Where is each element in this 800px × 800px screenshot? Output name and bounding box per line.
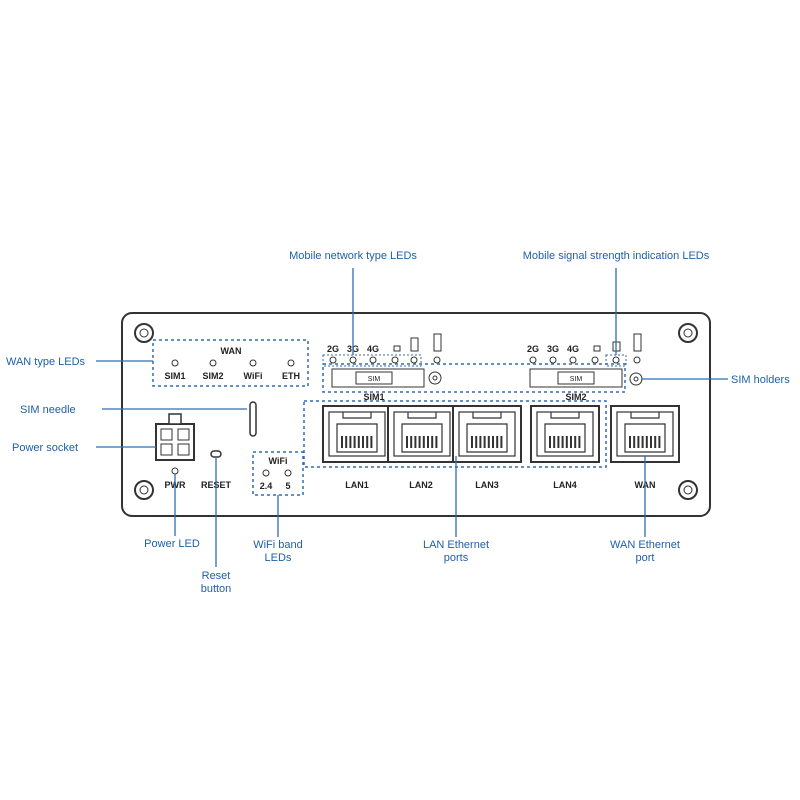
mount-screw-bottom-right (678, 480, 698, 500)
callout-power-led: Power LED (144, 538, 200, 550)
sim2-label: SIM2 (565, 392, 586, 402)
power-socket (155, 413, 195, 461)
wifi-band-24-label: 2.4 (260, 481, 273, 491)
lan-port-4 (530, 405, 600, 463)
mobile-led-left-2g-label: 2G (327, 344, 339, 354)
sim-eject-left-icon (428, 371, 442, 385)
signal-bar-tall-icon (433, 333, 442, 352)
sim-holder-1-slot-label: SIM (368, 376, 381, 383)
sim-needle (249, 401, 257, 437)
callout-lan-ethernet-line2: ports (444, 552, 469, 564)
callout-reset-line2: button (201, 583, 232, 595)
wan-led-eth: ETH (282, 359, 300, 381)
lan-port-2 (387, 405, 457, 463)
wan-led-sim2: SIM2 (202, 359, 224, 381)
signal-bar-small-icon (393, 345, 401, 352)
sim1-label: SIM1 (363, 392, 384, 402)
wan-ethernet-port (610, 405, 680, 463)
callout-lan-ethernet-line1: LAN Ethernet (423, 539, 489, 551)
mobile-led-right-3g-label: 3G (547, 344, 559, 354)
callout-lines (96, 268, 728, 567)
mobile-led-right-2g-label: 2G (527, 344, 539, 354)
sim-holder-2: SIM (529, 368, 623, 388)
callout-wan-ethernet-line2: port (636, 552, 655, 564)
sim-holder-2-slot-label: SIM (570, 376, 583, 383)
signal-bar-small-icon (593, 345, 601, 352)
reset-button[interactable] (210, 450, 222, 458)
sim-holder-group-outline (322, 363, 626, 393)
wan-led-group-outline (152, 339, 309, 387)
lan2-label: LAN2 (409, 480, 433, 490)
callout-mobile-network-type: Mobile network type LEDs (289, 250, 417, 262)
mount-screw-bottom-left (134, 480, 154, 500)
callout-sim-holders: SIM holders (731, 374, 790, 386)
lan-port-1 (322, 405, 392, 463)
callout-wan-ethernet-line1: WAN Ethernet (610, 539, 680, 551)
lan3-label: LAN3 (475, 480, 499, 490)
signal-bar-tall-icon (633, 333, 642, 352)
callout-sim-needle: SIM needle (20, 404, 76, 416)
wan-port-jack (610, 405, 680, 463)
mount-screw-top-right (678, 323, 698, 343)
callout-wan-type: WAN type LEDs (6, 356, 86, 368)
callout-wifi-band-line2: LEDs (265, 552, 292, 564)
wan-led-wifi-label: WiFi (244, 371, 263, 381)
wifi-band-5-label: 5 (285, 481, 290, 491)
wan-led-header: WAN (221, 346, 242, 356)
wan-led-wifi: WiFi (244, 359, 263, 381)
wifi-led-24 (262, 469, 270, 477)
wifi-led-header: WiFi (269, 456, 288, 466)
callout-mobile-signal-strength: Mobile signal strength indication LEDs (523, 250, 710, 262)
lan4-label: LAN4 (553, 480, 577, 490)
lan-port-3 (452, 405, 522, 463)
wan-led-eth-label: ETH (282, 371, 300, 381)
lan-ports (322, 405, 600, 463)
wifi-led-5 (284, 469, 292, 477)
mobile-led-group-right: 2G 3G 4G (527, 333, 642, 364)
callout-wifi-band-line1: WiFi band (253, 539, 303, 551)
mount-screw-top-left (134, 323, 154, 343)
wan-led-sim2-label: SIM2 (202, 371, 223, 381)
wifi-led-group-outline (252, 451, 304, 496)
mobile-led-left-4g-label: 4G (367, 344, 379, 354)
wan-led-sim1: SIM1 (164, 359, 186, 381)
lan-port-labels: LAN1 LAN2 LAN3 LAN4 (345, 480, 577, 490)
callout-power-socket: Power socket (12, 442, 78, 454)
lan1-label: LAN1 (345, 480, 369, 490)
mobile-led-right-4g-label: 4G (567, 344, 579, 354)
mobile-type-led-highlight (322, 354, 422, 367)
signal-bar-large-icon (410, 337, 419, 352)
lan-port-group-outline (303, 400, 607, 468)
wan-led-sim1-label: SIM1 (164, 371, 185, 381)
callout-reset-line1: Reset (202, 570, 231, 582)
sim-holder-1: SIM (331, 368, 425, 388)
